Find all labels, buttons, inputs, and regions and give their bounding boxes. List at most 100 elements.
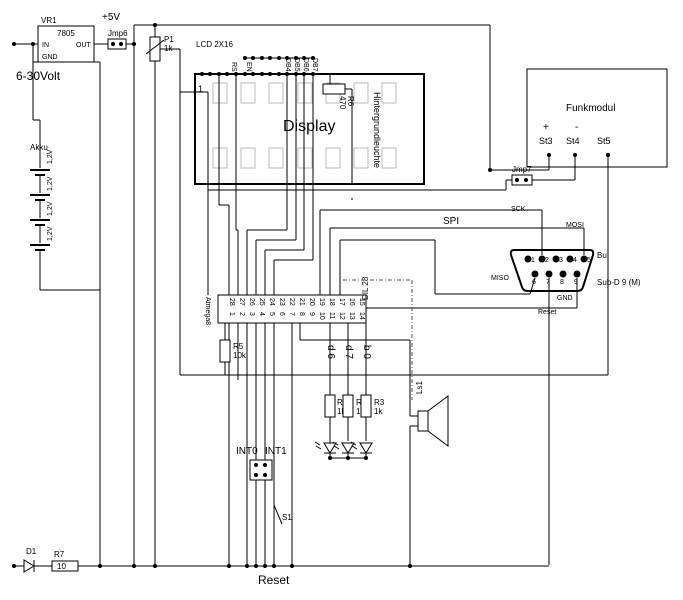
radio-module: Funkmodul + - St3 St4 St5 [526, 68, 668, 168]
spi-mosi: MOSI [566, 222, 584, 229]
jumper-jmp7[interactable]: Jmp7 [511, 165, 533, 186]
subd-name: Sub-D 9 (M) [597, 278, 641, 287]
lcd-pin-db4: DB4 [284, 58, 291, 72]
subd-pin-1: 1 [531, 257, 535, 264]
r3-value: 1k [374, 407, 383, 416]
mcu-bottom-pin-4: 4 [258, 312, 265, 316]
akku-label: Akku [30, 143, 48, 152]
mcu-bottom-pin-14: 14 [358, 312, 365, 320]
r6-value: 470 [338, 96, 347, 110]
mcu-top-pin-18: 18 [328, 298, 335, 306]
speaker-ls1: Ls1 [415, 381, 449, 447]
mcu-top-pin-17: 17 [338, 298, 345, 306]
mcu-top-pin-15: 15 [358, 298, 365, 306]
r5-ref: R5 [233, 342, 244, 351]
r7-value: 10 [57, 562, 66, 571]
input-voltage-label: 6-30Volt [16, 69, 61, 83]
vr1-in: IN [42, 42, 49, 49]
subd-pin-7: 7 [546, 279, 550, 286]
mcu-top-pin-23: 23 [278, 298, 285, 306]
lcd-pin-rs: RS [230, 62, 237, 72]
mcu-bottom-pin-12: 12 [338, 312, 345, 320]
mcu-top-pin-27: 27 [238, 298, 245, 306]
r2-ref: R [356, 398, 362, 407]
cell-1: 1,2V [47, 149, 54, 164]
r7-ref: R7 [54, 550, 65, 559]
funk-st5: St5 [597, 136, 611, 146]
mcu-bottom-pin-2: 2 [238, 312, 245, 316]
mcu-top-pin-19: 19 [318, 298, 325, 306]
vr1-ref: VR1 [41, 16, 57, 25]
ground-bus-junctions [98, 564, 412, 568]
reset-label: Reset [258, 573, 290, 587]
mcu-top-pin-25: 25 [258, 298, 265, 306]
led-array [314, 441, 373, 454]
lcd-character-cells [212, 82, 397, 169]
mcu-bottom-pin-8: 8 [298, 312, 305, 316]
mcu-bottom-pin-3: 3 [248, 312, 255, 316]
mcu-top-pin-28: 28 [228, 298, 235, 306]
mcu-top-pin-26: 26 [248, 298, 255, 306]
backlight-label: Hintergrundleuchte [372, 92, 382, 168]
funk-title: Funkmodul [566, 103, 615, 114]
battery-pack: Akku 1,2V 1,2V 1,2V 1,2V [30, 120, 54, 290]
lcd-pin-db6: DB6 [302, 58, 309, 72]
potentiometer-p1: P1 1k [145, 35, 174, 62]
mcu-bottom-pin-10: 10 [318, 312, 325, 320]
lcd-pin-db7: DB7 [311, 58, 318, 72]
mcu-name: Atmega8 [204, 297, 211, 325]
subd-pin-5: 5 [587, 257, 591, 264]
r4-ref: R4 [337, 398, 348, 407]
lcd-screen-text: Display [283, 118, 335, 135]
funk-st3: St3 [539, 136, 553, 146]
subd9-connector[interactable]: 1 2 3 4 5 6 7 8 9 [509, 249, 595, 292]
spi-miso: MISO [491, 275, 509, 282]
s1-ref: S1 [282, 513, 292, 522]
int-jumper-block[interactable] [249, 459, 273, 481]
int0-label: INT0 [236, 446, 258, 457]
diode-d1: D1 [23, 547, 37, 573]
mcu-bottom-pin-1: 1 [228, 312, 235, 316]
cell-4: 1,2V [47, 226, 54, 241]
r3-ref: R3 [374, 398, 385, 407]
lcd-label: LCD 2X16 [196, 40, 233, 49]
resistor-r5: R5 10k [219, 339, 247, 363]
lcd-module: LCD 2X16 Display 1 R6 470 Hintergrundleu… [194, 40, 425, 185]
vr1-gnd: GND [42, 54, 58, 61]
resistor-r3: R3 1k [360, 394, 385, 418]
subd-pin-8: 8 [560, 279, 564, 286]
vr1-part: 7805 [57, 29, 75, 38]
plus5v-label: +5V [102, 12, 120, 23]
subd-pin-4: 4 [573, 257, 577, 264]
lcd-pin-db5: DB5 [293, 58, 300, 72]
resistor-r7: R7 10 [51, 550, 79, 572]
d1-ref: D1 [26, 547, 37, 556]
r6-ref: R6 [346, 96, 355, 107]
jmp7-label: Jmp7 [512, 165, 532, 174]
mcu-bottom-pin-7: 7 [288, 312, 295, 316]
lcd-pin1: 1 [198, 84, 203, 94]
subd-pin-2: 2 [545, 257, 549, 264]
mcu-bottom-pin-6: 6 [278, 312, 285, 316]
r5-value: 10k [233, 351, 247, 360]
ls1-ref: Ls1 [415, 381, 424, 394]
cell-2: 1,2V [47, 176, 54, 191]
switch-s1[interactable]: S1 [273, 504, 292, 525]
spi-gnd: GND [557, 295, 573, 302]
funk-st4: St4 [566, 136, 580, 146]
mcu-top-pin-20: 20 [308, 298, 315, 306]
cell-3: 1,2V [47, 201, 54, 216]
mcu-top-pin-16: 16 [348, 298, 355, 306]
voltage-regulator: VR1 7805 IN OUT GND [37, 16, 95, 63]
mcu-bottom-pin-11: 11 [328, 312, 335, 319]
mcu-bottom-pin-9: 9 [308, 312, 315, 316]
int1-label: INT1 [265, 446, 287, 457]
funk-plus: + [543, 122, 549, 133]
mcu-top-pin-21: 21 [298, 298, 305, 306]
lcd-pin-en: EN [245, 62, 252, 72]
jumper-jmp6[interactable]: Jmp6 [107, 29, 128, 50]
subd-pin-9: 9 [574, 279, 578, 286]
